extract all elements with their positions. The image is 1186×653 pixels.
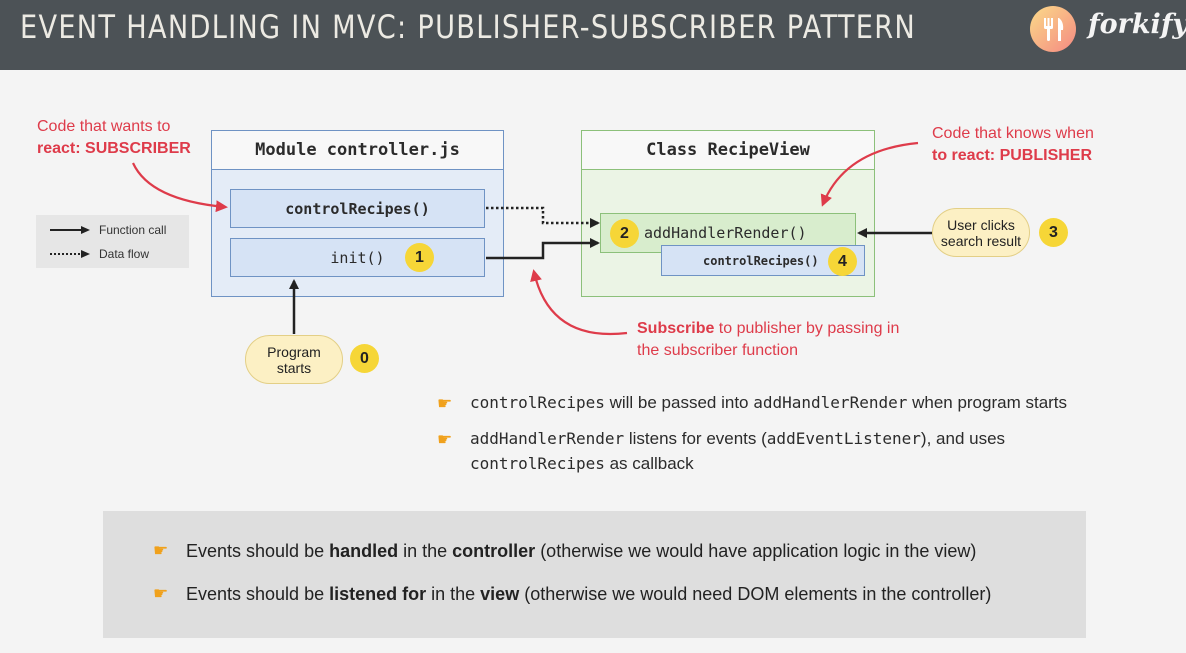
- legend-function-call: Function call: [50, 223, 166, 237]
- summary-text: in the: [398, 541, 453, 561]
- subscribe-note-rest: to publisher by passing in: [714, 320, 900, 337]
- subscribe-curve-arrow: [530, 269, 628, 336]
- legend-data-flow-label: Data flow: [99, 247, 150, 261]
- bullet-item: ☛ addHandlerRender listens for events (a…: [437, 426, 1137, 476]
- solid-arrow-icon: [50, 226, 90, 234]
- init-call-arrow: [486, 238, 600, 260]
- module-controller-title: Module controller.js: [212, 131, 503, 170]
- pointing-hand-icon: ☛: [153, 584, 169, 603]
- logo: [1030, 6, 1076, 52]
- bullet-text: when program starts: [907, 393, 1068, 412]
- summary-bold: view: [480, 584, 520, 604]
- summary-text: Events should be: [186, 541, 330, 561]
- publisher-curve-arrow: [820, 141, 919, 207]
- subscriber-note: Code that wants to react: SUBSCRIBER: [37, 116, 191, 160]
- data-flow-arrow: [486, 206, 600, 228]
- step-badge-0: 0: [350, 344, 379, 373]
- legend: Function call Data flow: [36, 215, 189, 268]
- program-starts-pill: Program starts: [245, 335, 343, 384]
- header-bar: EVENT HANDLING IN MVC: PUBLISHER-SUBSCRI…: [0, 0, 1186, 70]
- bullet-code: addHandlerRender: [470, 429, 625, 448]
- class-recipeview-title: Class RecipeView: [582, 131, 874, 170]
- summary-bold: controller: [452, 541, 536, 561]
- subscribe-note-line2: the subscriber function: [637, 342, 798, 359]
- fork-knife-icon: [1044, 18, 1064, 41]
- subscriber-note-line1: Code that wants to: [37, 118, 171, 135]
- pointing-hand-icon: ☛: [153, 541, 169, 560]
- legend-data-flow: Data flow: [50, 247, 149, 261]
- bullet-item: ☛ controlRecipes will be passed into add…: [437, 390, 1137, 415]
- subscriber-curve-arrow: [132, 162, 228, 213]
- publisher-note: Code that knows when to react: PUBLISHER: [932, 123, 1094, 167]
- pointing-hand-icon: ☛: [437, 394, 453, 413]
- summary-box: ☛ Events should be handled in the contro…: [103, 511, 1086, 638]
- summary-text: (otherwise we would have application log…: [535, 541, 977, 561]
- summary-line-2: ☛ Events should be listened for in the v…: [153, 584, 991, 605]
- control-recipes-function: controlRecipes(): [230, 189, 485, 228]
- bullet-text: will be passed into: [604, 393, 754, 412]
- logo-text: forkify: [1088, 9, 1186, 40]
- summary-text: (otherwise we would need DOM elements in…: [519, 584, 992, 604]
- bullet-code: controlRecipes: [470, 454, 605, 473]
- step-badge-3: 3: [1039, 218, 1068, 247]
- summary-text: in the: [426, 584, 481, 604]
- dotted-arrow-icon: [50, 250, 90, 258]
- subscribe-note: Subscribe to publisher by passing in the…: [637, 318, 899, 362]
- subscribe-note-bold: Subscribe: [637, 320, 715, 337]
- bullet-code: addHandlerRender: [753, 393, 908, 412]
- bullet-text: listens for events (: [624, 429, 767, 448]
- summary-text: Events should be: [186, 584, 330, 604]
- legend-function-call-label: Function call: [99, 223, 167, 237]
- pointing-hand-icon: ☛: [437, 430, 453, 449]
- summary-bold: handled: [329, 541, 399, 561]
- bullet-text: as callback: [604, 454, 694, 473]
- page-title: EVENT HANDLING IN MVC: PUBLISHER-SUBSCRI…: [20, 8, 917, 46]
- step-badge-4: 4: [828, 247, 857, 276]
- bullet-code: addEventListener: [766, 429, 921, 448]
- summary-line-1: ☛ Events should be handled in the contro…: [153, 541, 976, 562]
- user-clicks-pill: User clicks search result: [932, 208, 1030, 257]
- init-function: init(): [230, 238, 485, 277]
- bullet-text: ), and uses: [920, 429, 1006, 448]
- publisher-note-line2: to react: PUBLISHER: [932, 147, 1093, 164]
- step-badge-1: 1: [405, 243, 434, 272]
- publisher-note-line1: Code that knows when: [932, 125, 1094, 142]
- subscriber-note-line2: react: SUBSCRIBER: [37, 140, 191, 157]
- summary-bold: listened for: [329, 584, 427, 604]
- bullet-code: controlRecipes: [470, 393, 605, 412]
- step-badge-2: 2: [610, 219, 639, 248]
- explanation-bullets: ☛ controlRecipes will be passed into add…: [437, 390, 1137, 487]
